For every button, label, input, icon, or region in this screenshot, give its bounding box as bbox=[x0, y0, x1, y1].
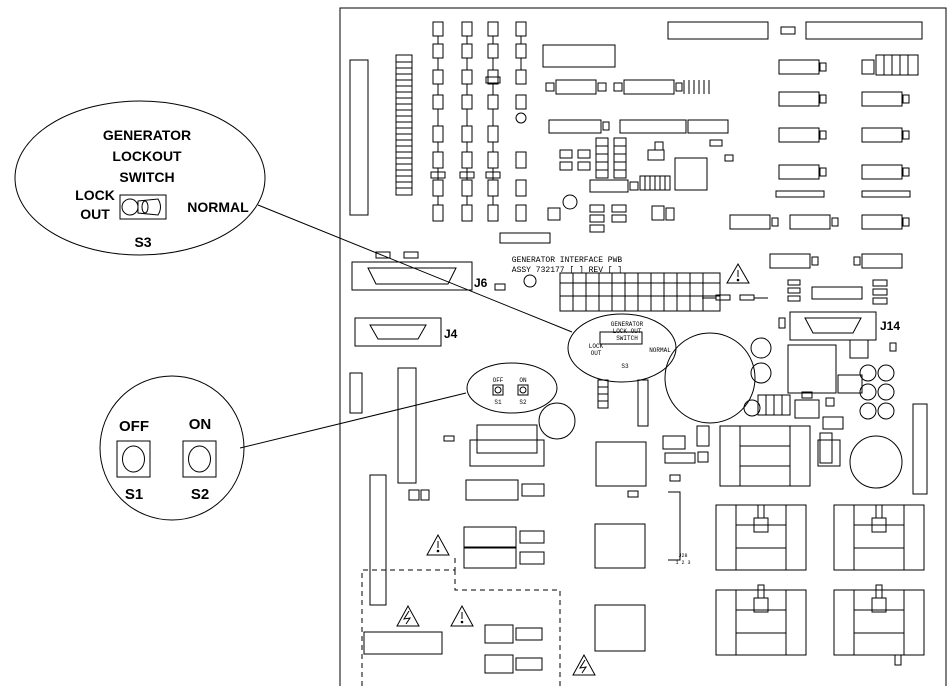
callout-lockout-lock-label: LOCK bbox=[75, 187, 115, 203]
connector-j4 bbox=[354, 317, 442, 347]
board-title-line2: ASSY 732177 [ ] REV [ ] bbox=[512, 266, 622, 275]
connector-j14-label: J14 bbox=[880, 319, 900, 333]
resistor-columns bbox=[430, 21, 527, 222]
power-device-blocks bbox=[715, 504, 925, 656]
callout-lockout-title-2: LOCKOUT bbox=[112, 148, 182, 164]
inline-lockout-title-1: GENERATOR bbox=[611, 321, 644, 328]
terminal-block bbox=[559, 272, 721, 312]
connector-j6 bbox=[351, 251, 473, 291]
toggle-switch-icon bbox=[119, 194, 167, 220]
jumper-label: J28 bbox=[678, 553, 687, 559]
inline-off-label: OFF bbox=[493, 377, 504, 384]
inline-lockout-lock: LOCK bbox=[589, 343, 604, 350]
callout-s1-label: S1 bbox=[125, 486, 143, 503]
callout-lockout-normal-label: NORMAL bbox=[187, 199, 249, 215]
callout-lockout-title-3: SWITCH bbox=[119, 169, 174, 185]
inline-lockout-out: OUT bbox=[591, 350, 602, 357]
board-title-line1: GENERATOR INTERFACE PWB bbox=[512, 256, 623, 265]
inline-s1-label: S1 bbox=[494, 399, 502, 406]
connector-j6-label: J6 bbox=[474, 276, 488, 290]
callout-on-label: ON bbox=[189, 416, 212, 433]
jumper-pins: 1 2 3 bbox=[675, 560, 690, 566]
high-voltage-icon bbox=[396, 604, 596, 676]
warning-triangle-icon bbox=[426, 263, 750, 627]
inline-lockout-normal: NORMAL bbox=[649, 347, 671, 354]
inline-switches-ellipse bbox=[466, 362, 558, 414]
board-outline bbox=[339, 7, 947, 686]
switches-leader-line bbox=[239, 392, 467, 449]
callout-s2-label: S2 bbox=[191, 486, 209, 503]
switches-callout-circle bbox=[99, 375, 245, 521]
callout-lockout-out-label: OUT bbox=[80, 206, 110, 222]
callout-lockout-s3-label: S3 bbox=[134, 234, 151, 250]
connector-j4-label: J4 bbox=[444, 327, 458, 341]
inline-s2-label: S2 bbox=[519, 399, 527, 406]
push-button-icon bbox=[116, 440, 217, 478]
callout-lockout-title-1: GENERATOR bbox=[103, 127, 191, 143]
lockout-callout-ellipse bbox=[14, 100, 266, 256]
inline-lockout-title-3: SWITCH bbox=[616, 335, 638, 342]
connector-j14 bbox=[778, 311, 877, 341]
inline-on-label: ON bbox=[519, 377, 527, 384]
inline-lockout-title-2: LOCK OUT bbox=[613, 328, 642, 335]
callout-off-label: OFF bbox=[119, 418, 149, 435]
inline-lockout-s3: S3 bbox=[621, 363, 629, 370]
